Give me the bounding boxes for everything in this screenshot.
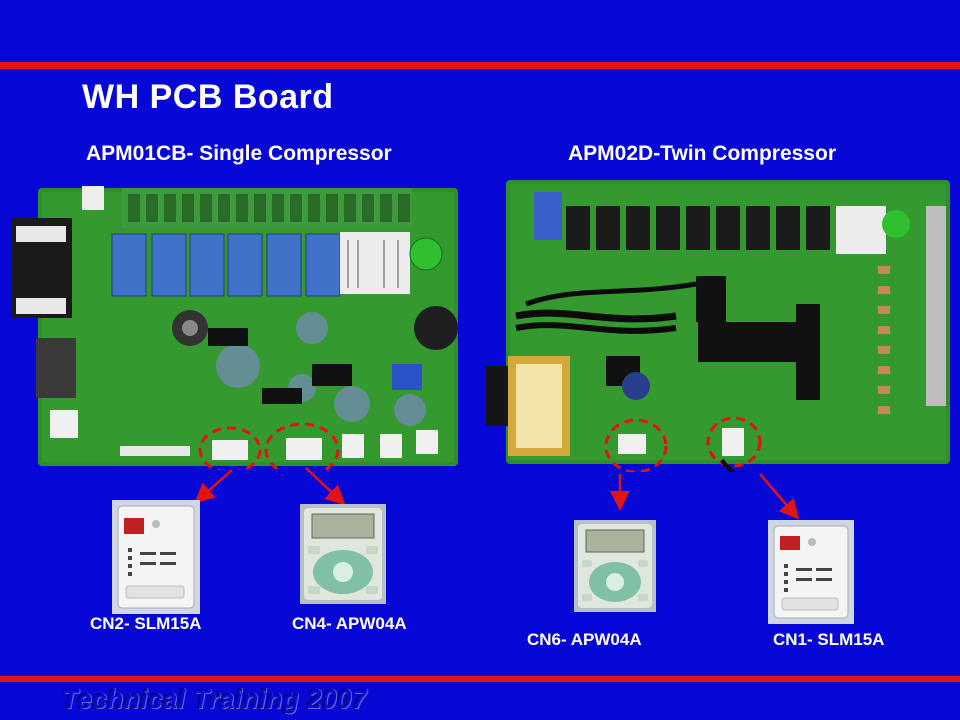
right-pcb-photo bbox=[486, 176, 952, 472]
cn2-slm15a-label: CN2- SLM15A bbox=[90, 614, 202, 633]
slm15a-controller-left-image bbox=[112, 500, 200, 614]
left-pcb-photo bbox=[12, 178, 460, 470]
left-board-heading: APM01CB- Single Compressor bbox=[86, 142, 392, 165]
footer-text: Technical Training 2007 bbox=[62, 684, 367, 714]
right-board-heading: APM02D-Twin Compressor bbox=[568, 142, 836, 165]
slm15a-controller-right-image bbox=[768, 520, 854, 624]
cn4-apw04a-label: CN4- APW04A bbox=[292, 614, 407, 633]
bottom-red-rule bbox=[0, 676, 960, 682]
apw04a-controller-left-image bbox=[300, 504, 386, 604]
cn6-apw04a-label: CN6- APW04A bbox=[527, 630, 642, 649]
slide-title: WH PCB Board bbox=[82, 78, 334, 116]
cn1-slm15a-label: CN1- SLM15A bbox=[773, 630, 885, 649]
apw04a-controller-right-image bbox=[574, 520, 656, 612]
top-red-rule bbox=[0, 62, 960, 69]
